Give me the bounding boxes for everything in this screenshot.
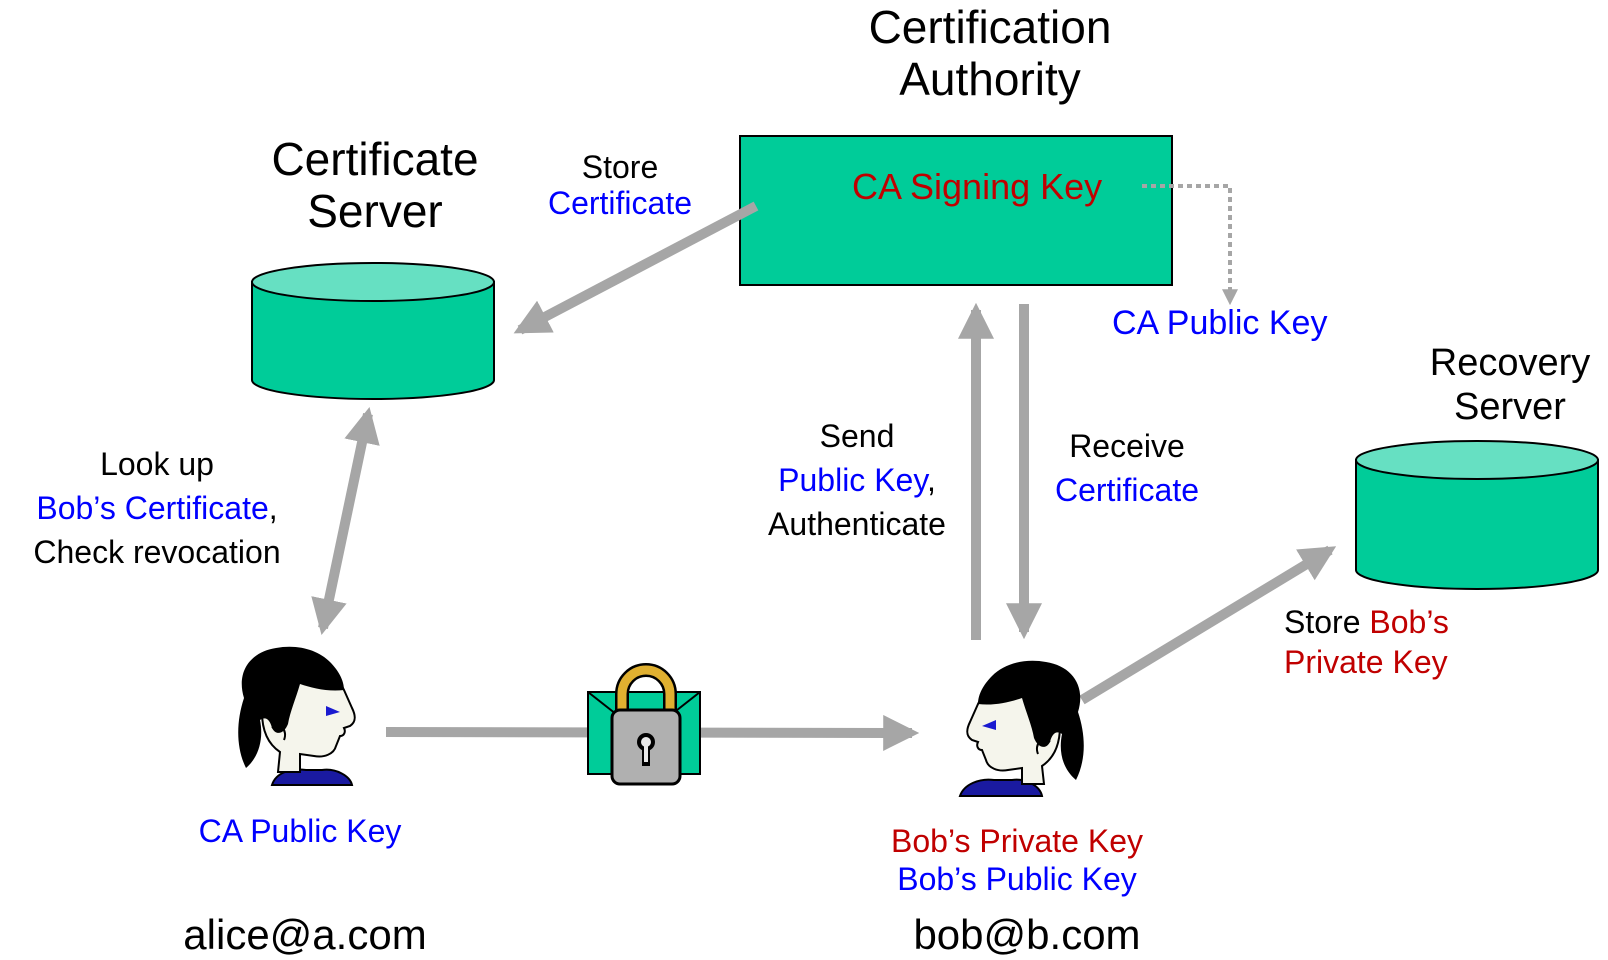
- ca-title-line1: Certification: [868, 1, 1112, 53]
- bob-public-key: Bob’s Public Key: [897, 861, 1137, 898]
- recovery-server-cylinder: [1355, 440, 1599, 590]
- receive-line1: Receive: [1069, 428, 1185, 464]
- certification-authority-title: Certification Authority: [790, 1, 1190, 105]
- ca-public-key-dotted-arrow: [1142, 184, 1238, 306]
- certification-authority-box: [739, 135, 1173, 286]
- recovery-store-label: Store: [1284, 604, 1361, 640]
- store-certificate-label: Store Certificate: [530, 149, 710, 222]
- recovery-store-object-line1: Bob’s: [1369, 604, 1449, 640]
- send-public-key: Public Key: [778, 462, 927, 499]
- lookup-line1: Look up: [100, 446, 214, 482]
- certificate-server-title: Certificate Server: [220, 133, 530, 237]
- certificate-server-title-line2: Server: [307, 184, 443, 237]
- store-private-key-arrow: [1079, 545, 1337, 705]
- send-label: Send Public Key, Authenticate: [752, 414, 962, 546]
- certificate-server-title-line1: Certificate: [271, 133, 479, 185]
- lookup-label: Look up Bob’s Certificate, Check revocat…: [2, 442, 312, 574]
- locked-envelope-icon: [587, 663, 701, 786]
- alice-email: alice@a.com: [183, 911, 427, 958]
- send-comma: ,: [926, 462, 936, 499]
- send-line1: Send: [819, 418, 895, 454]
- bob-email: bob@b.com: [913, 911, 1141, 958]
- send-line3: Authenticate: [768, 506, 946, 543]
- store-private-key-label: Store Bob’s Private Key: [1284, 602, 1449, 682]
- bob-avatar-icon: [958, 660, 1084, 797]
- receive-label: Receive Certificate: [1032, 424, 1222, 512]
- alice-avatar-icon: [238, 646, 356, 786]
- store-label: Store: [581, 149, 659, 185]
- lookup-line3: Check revocation: [33, 534, 281, 571]
- bob-private-key: Bob’s Private Key: [891, 823, 1143, 859]
- ca-public-key-label: CA Public Key: [1112, 304, 1328, 342]
- certificate-server-cylinder: [251, 262, 495, 400]
- bob-keys: Bob’s Private Key Bob’s Public Key: [850, 822, 1184, 899]
- store-certificate-arrow: [513, 201, 759, 335]
- lookup-comma: ,: [268, 490, 278, 527]
- alice-ca-public-key: CA Public Key: [198, 813, 402, 849]
- ca-title-line2: Authority: [899, 52, 1081, 105]
- recovery-server-title-line2: Server: [1454, 385, 1566, 428]
- lookup-double-arrow: [311, 406, 380, 636]
- recovery-server-title-line1: Recovery: [1429, 342, 1591, 384]
- recovery-server-title: Recovery Server: [1400, 342, 1608, 429]
- receive-certificate: Certificate: [1054, 472, 1200, 509]
- recovery-store-object-line2: Private Key: [1284, 644, 1448, 680]
- lookup-bobs-certificate: Bob’s Certificate: [36, 490, 269, 527]
- ca-signing-key-label: CA Signing Key: [852, 166, 1103, 207]
- store-certificate-object: Certificate: [547, 184, 693, 221]
